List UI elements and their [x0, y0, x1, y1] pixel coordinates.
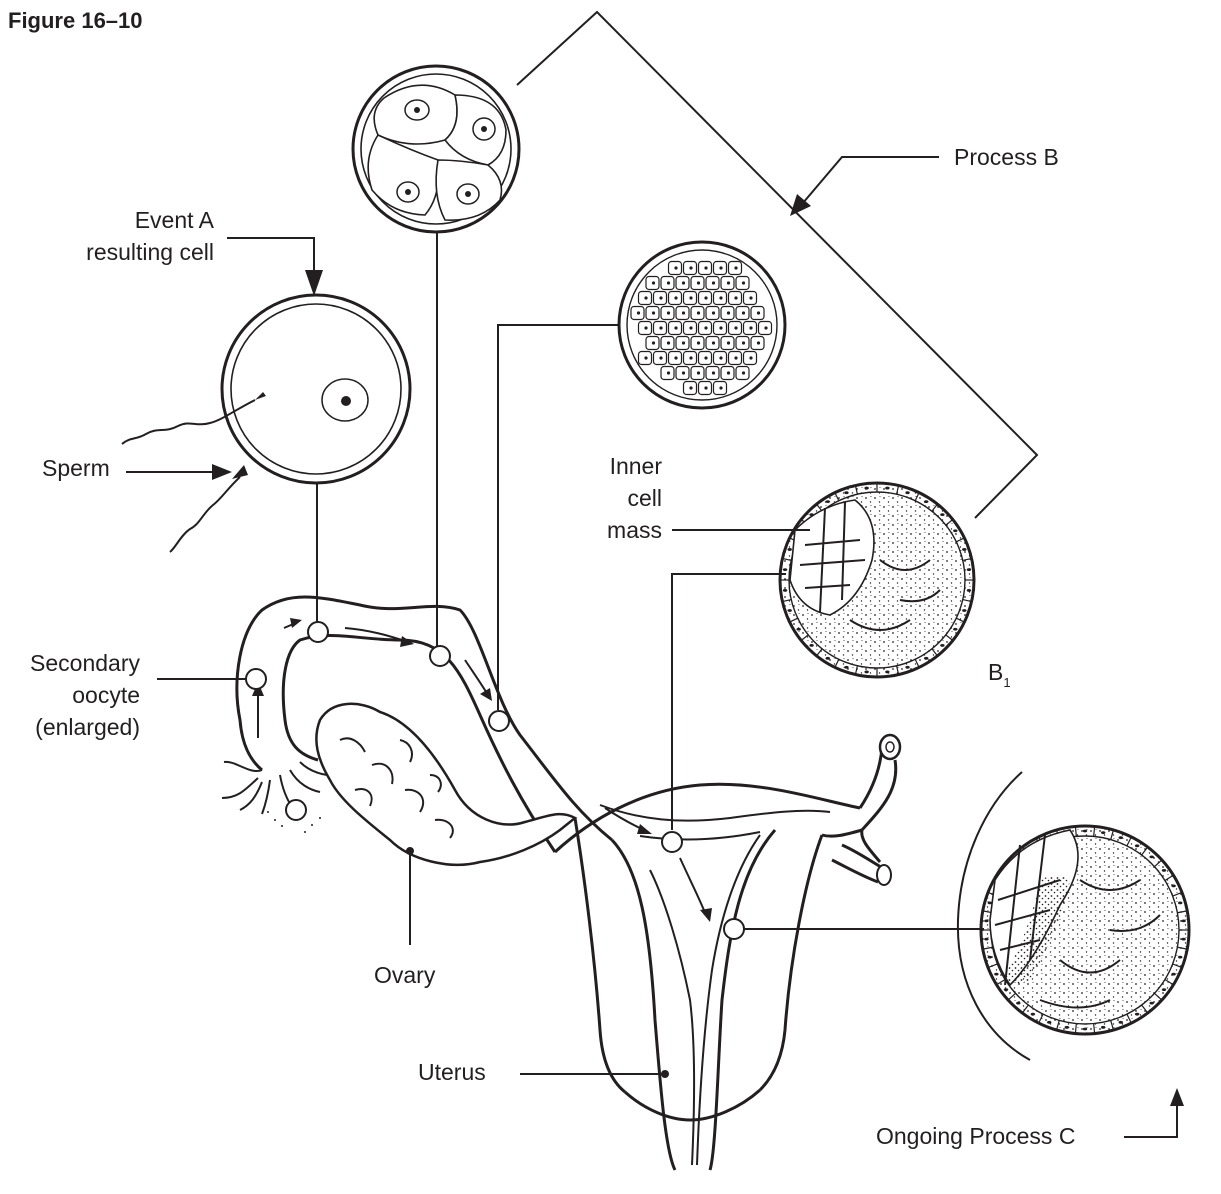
uterus-shape — [555, 735, 900, 1170]
secondary-oocyte-label-line1: Secondary — [30, 650, 140, 676]
zygote-cell — [222, 295, 410, 483]
b1-label: B1 — [988, 659, 1011, 690]
event-a-label-line2: resulting cell — [86, 239, 214, 265]
ovary-shape — [267, 704, 575, 865]
morula-cell — [619, 242, 785, 408]
uterine-tube — [222, 597, 712, 922]
inner-cell-mass-label-line2: cell — [627, 485, 662, 511]
event-a-label-line1: Event A — [135, 207, 215, 233]
blastocyst-connector-line — [672, 574, 786, 830]
sperm-label: Sperm — [42, 455, 110, 481]
event-a-pointer-arrow — [227, 238, 323, 296]
secondary-oocyte-label-line3: (enlarged) — [35, 714, 140, 740]
uterus-label: Uterus — [418, 1059, 486, 1085]
implanted-embryo — [981, 826, 1189, 1034]
sperm-pointer-arrow — [126, 464, 232, 480]
figure-title: Figure 16–10 — [8, 8, 143, 33]
morula-marker — [489, 711, 509, 731]
inner-cell-mass-label-line1: Inner — [610, 453, 663, 479]
zygote-marker — [308, 622, 328, 642]
inner-cell-mass-label-line3: mass — [607, 517, 662, 543]
ovary-label: Ovary — [374, 962, 436, 988]
implantation-marker — [724, 919, 744, 939]
four-cell-marker — [430, 646, 450, 666]
process-b-label: Process B — [954, 144, 1059, 170]
four-cell-stage — [353, 66, 519, 232]
morula-connector-line — [498, 325, 619, 710]
process-b-bracket — [517, 12, 1037, 518]
blastocyst-marker — [662, 832, 682, 852]
oocyte-marker — [246, 669, 266, 689]
ongoing-process-c-label: Ongoing Process C — [876, 1123, 1075, 1149]
ongoing-process-c-arrow — [1124, 1088, 1184, 1137]
secondary-oocyte-label-line2: oocyte — [72, 682, 140, 708]
blastocyst-cell — [780, 483, 974, 677]
